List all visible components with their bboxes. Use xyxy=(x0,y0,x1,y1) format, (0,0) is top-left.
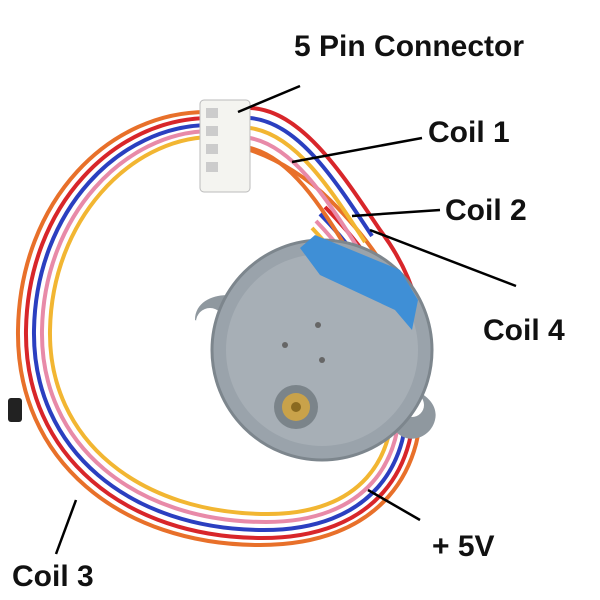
pointer-coil2 xyxy=(351,208,441,218)
connector-housing xyxy=(199,99,251,193)
label-coil-1: Coil 1 xyxy=(428,116,510,149)
pointer-coil3 xyxy=(54,499,78,555)
label-coil-2: Coil 2 xyxy=(445,194,527,227)
wire-clip xyxy=(8,398,22,422)
pointer-coil1 xyxy=(291,136,423,164)
pointer-coil4 xyxy=(369,228,517,288)
motor-body xyxy=(195,235,436,462)
label-5-pin-connector: 5 Pin Connector xyxy=(294,30,525,63)
pointer-5v xyxy=(367,488,421,522)
label-coil-4: Coil 4 xyxy=(483,314,565,347)
pointer-connector xyxy=(237,84,301,114)
wire-bundle xyxy=(15,106,425,548)
label-plus-5v: + 5V xyxy=(432,530,495,563)
label-coil-3: Coil 3 xyxy=(12,560,94,593)
pointer-lines xyxy=(54,84,517,555)
